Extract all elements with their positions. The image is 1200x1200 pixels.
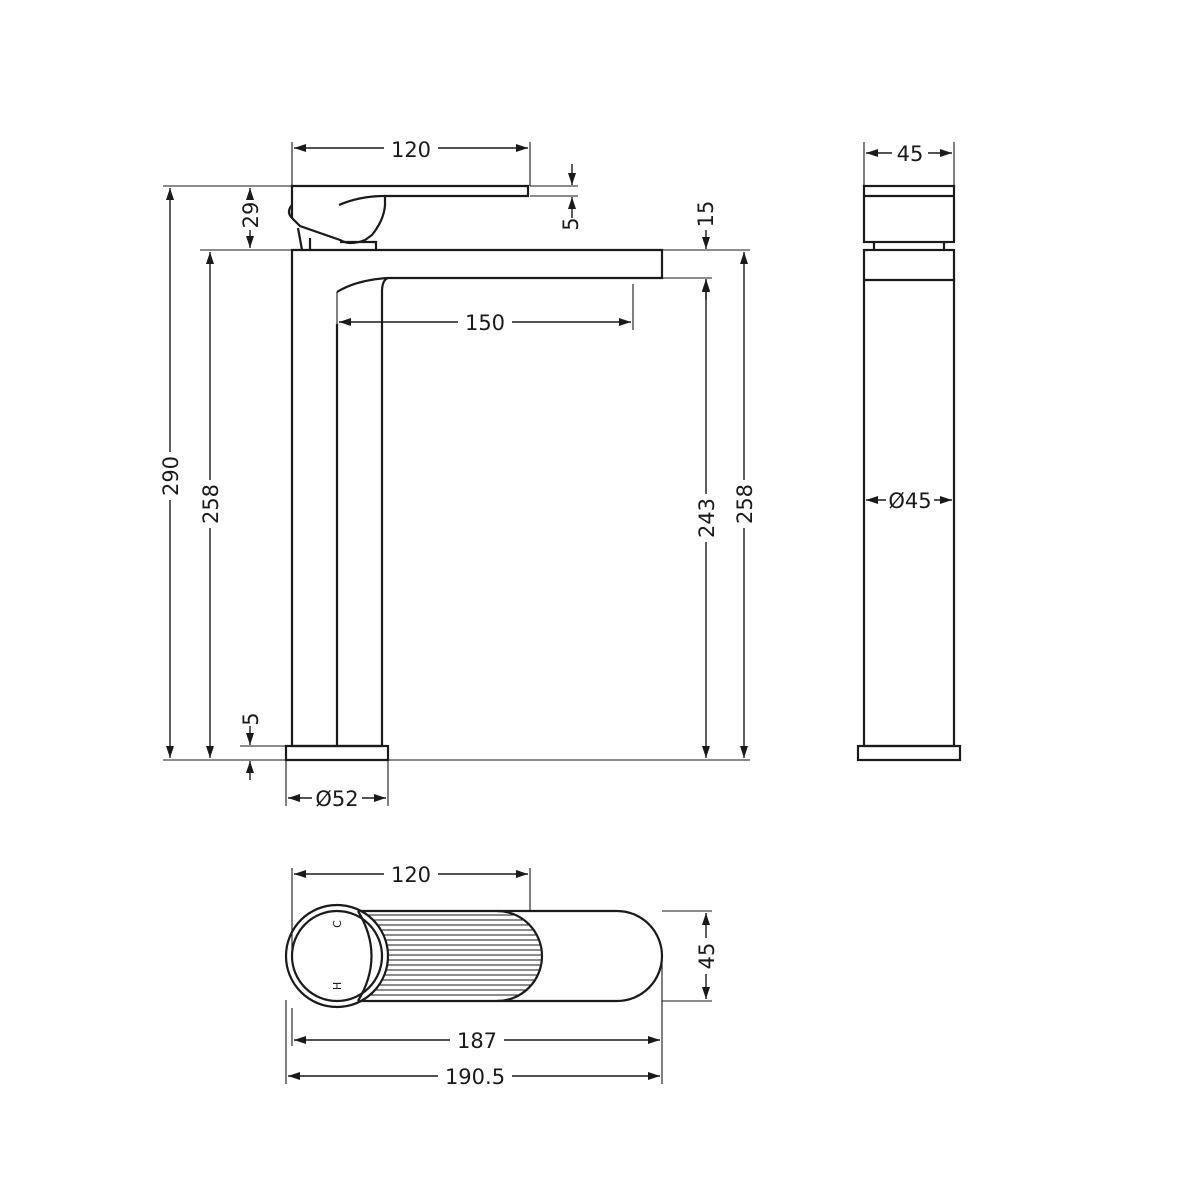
hot-marker: H: [331, 982, 344, 990]
side-view: 45 Ø45: [856, 141, 962, 762]
plan-base-circle: [284, 903, 390, 1009]
side-lever-stem: [872, 242, 946, 250]
dim-body-height-left: 258: [199, 484, 223, 524]
side-lever-head: [862, 184, 956, 244]
front-view: 120 5 29 15 150 290 258 243 258: [158, 136, 757, 811]
plan-lever-curve: [357, 910, 373, 1002]
dim-handle-length: 120: [391, 138, 431, 162]
dim-base-thickness: 5: [239, 712, 263, 725]
dim-lever-height: 29: [239, 202, 263, 229]
dim-side-top-width: 45: [897, 142, 924, 166]
dim-overall-height: 290: [159, 456, 183, 496]
dim-plan-width: 45: [695, 943, 719, 970]
extension-lines: [163, 142, 750, 806]
tap-body: [290, 248, 664, 748]
dim-body-height-right: 258: [733, 484, 757, 524]
tap-base: [284, 744, 390, 762]
lever-pivot: [287, 204, 293, 219]
dim-spout-outlet-height: 243: [695, 498, 719, 538]
dim-lever-thickness: 5: [559, 217, 583, 230]
spout-inner-curve: [336, 276, 389, 293]
dim-plan-spout-length: 187: [457, 1029, 497, 1053]
plan-spout-outline: [497, 909, 664, 1003]
dim-plan-overall-length: 190.5: [445, 1065, 505, 1089]
cold-marker: C: [331, 920, 344, 928]
plan-view: C H 120 45 187 190.5: [284, 862, 719, 1089]
dim-plan-handle-length: 120: [391, 863, 431, 887]
dim-base-diameter: Ø52: [315, 787, 358, 811]
dim-spout-thickness: 15: [694, 201, 718, 228]
side-base: [856, 744, 962, 762]
dim-side-body-diameter: Ø45: [888, 489, 931, 513]
lever-handle-curve: [338, 194, 386, 207]
side-extension-lines: [863, 142, 955, 186]
lever-handle: [290, 184, 530, 245]
dim-spout-reach: 150: [465, 311, 505, 335]
plan-lever-outline: [358, 909, 544, 1003]
plan-extension-lines: [285, 868, 712, 1084]
lever-stem: [296, 227, 378, 251]
